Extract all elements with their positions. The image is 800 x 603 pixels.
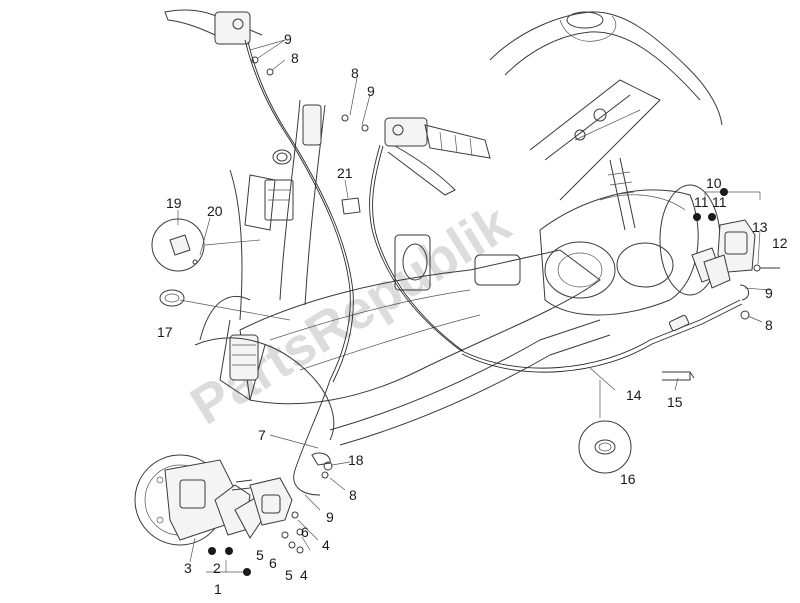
callout-21: 21 — [337, 165, 353, 181]
callout-11: 11 — [694, 194, 709, 210]
callout-5: 5 — [285, 567, 293, 583]
bullet-markers — [208, 188, 728, 576]
callout-4: 4 — [322, 537, 330, 553]
callout-14: 14 — [626, 387, 642, 403]
callout-6: 6 — [269, 555, 277, 571]
callout-13: 13 — [752, 219, 768, 235]
callout-20: 20 — [207, 203, 223, 219]
callout-4: 4 — [300, 567, 308, 583]
small-parts — [151, 149, 632, 474]
callout-9: 9 — [367, 83, 375, 99]
callout-15: 15 — [667, 394, 683, 410]
callout-17: 17 — [157, 324, 173, 340]
callout-6: 6 — [301, 524, 309, 540]
callout-2: 2 — [213, 560, 221, 576]
callout-12: 12 — [772, 235, 788, 251]
brake-hoses — [244, 39, 749, 496]
left-brake-lever — [164, 9, 274, 76]
callout-16: 16 — [620, 471, 636, 487]
callout-5: 5 — [256, 547, 264, 563]
callout-labels: 9 8 8 9 21 19 20 17 7 18 8 9 6 4 5 6 5 4… — [157, 31, 788, 597]
callout-1: 1 — [214, 581, 222, 597]
leader-lines — [177, 39, 771, 573]
callout-8: 8 — [291, 50, 299, 66]
callout-3: 3 — [184, 560, 192, 576]
callout-8: 8 — [349, 487, 357, 503]
callout-11: 11 — [712, 194, 727, 210]
right-brake-lever — [341, 114, 491, 196]
callout-19: 19 — [166, 195, 182, 211]
scooter-frame — [194, 11, 723, 446]
callout-8: 8 — [351, 65, 359, 81]
front-brake-caliper-assembly — [134, 452, 333, 554]
watermark-text: PartsRepublik — [181, 193, 522, 437]
callout-9: 9 — [326, 509, 334, 525]
callout-9: 9 — [765, 285, 773, 301]
rear-brake-caliper-assembly — [662, 219, 780, 381]
callout-7: 7 — [258, 427, 266, 443]
callout-10: 10 — [706, 175, 722, 191]
callout-9: 9 — [284, 31, 292, 47]
callout-8: 8 — [765, 317, 773, 333]
callout-18: 18 — [348, 452, 364, 468]
